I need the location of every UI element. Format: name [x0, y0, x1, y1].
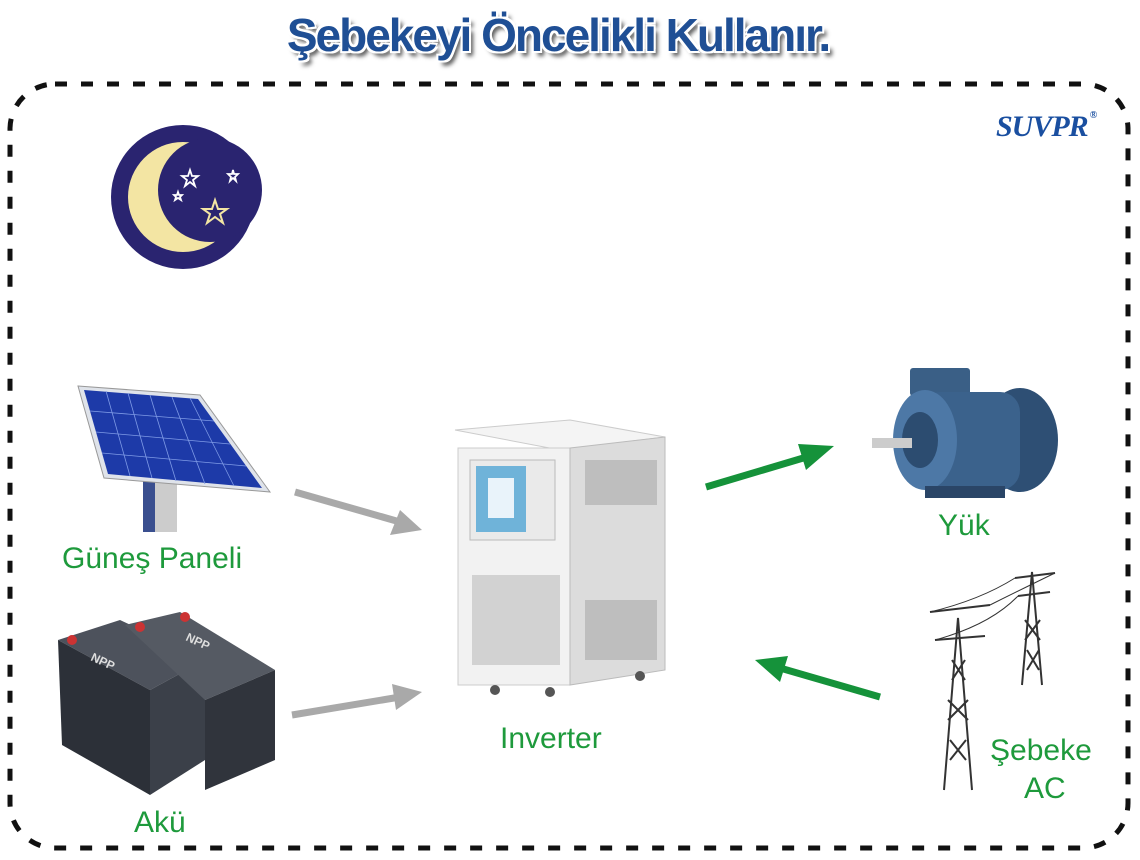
- solar-panel-icon: [77, 385, 272, 532]
- inverter-icon: [454, 419, 666, 697]
- arrow-inverter-to-load: [705, 444, 834, 491]
- grid-label-line1: Şebeke: [990, 734, 1092, 767]
- registered-mark: ®: [1089, 110, 1098, 121]
- night-moon-icon: [111, 125, 262, 269]
- battery-label: Akü: [134, 806, 186, 839]
- arrow-battery-to-inverter: [291, 684, 422, 719]
- motor-load-icon: [872, 368, 1058, 498]
- arrow-grid-to-inverter: [755, 656, 881, 701]
- solar-panel-label: Güneş Paneli: [62, 542, 243, 575]
- brand-logo: SUVPR®: [996, 110, 1098, 144]
- page-title: Şebekeyi Öncelikli Kullanır.: [286, 9, 831, 61]
- load-label: Yük: [938, 509, 990, 542]
- arrow-solar-to-inverter: [294, 488, 422, 535]
- battery-icon: NPP NPP: [58, 612, 275, 795]
- inverter-label: Inverter: [500, 722, 602, 755]
- grid-pylon-icon: [929, 571, 1056, 791]
- logo-text: SUVPR: [996, 110, 1089, 143]
- dashed-border: [7, 81, 1131, 851]
- grid-label-line2: AC: [1024, 772, 1066, 805]
